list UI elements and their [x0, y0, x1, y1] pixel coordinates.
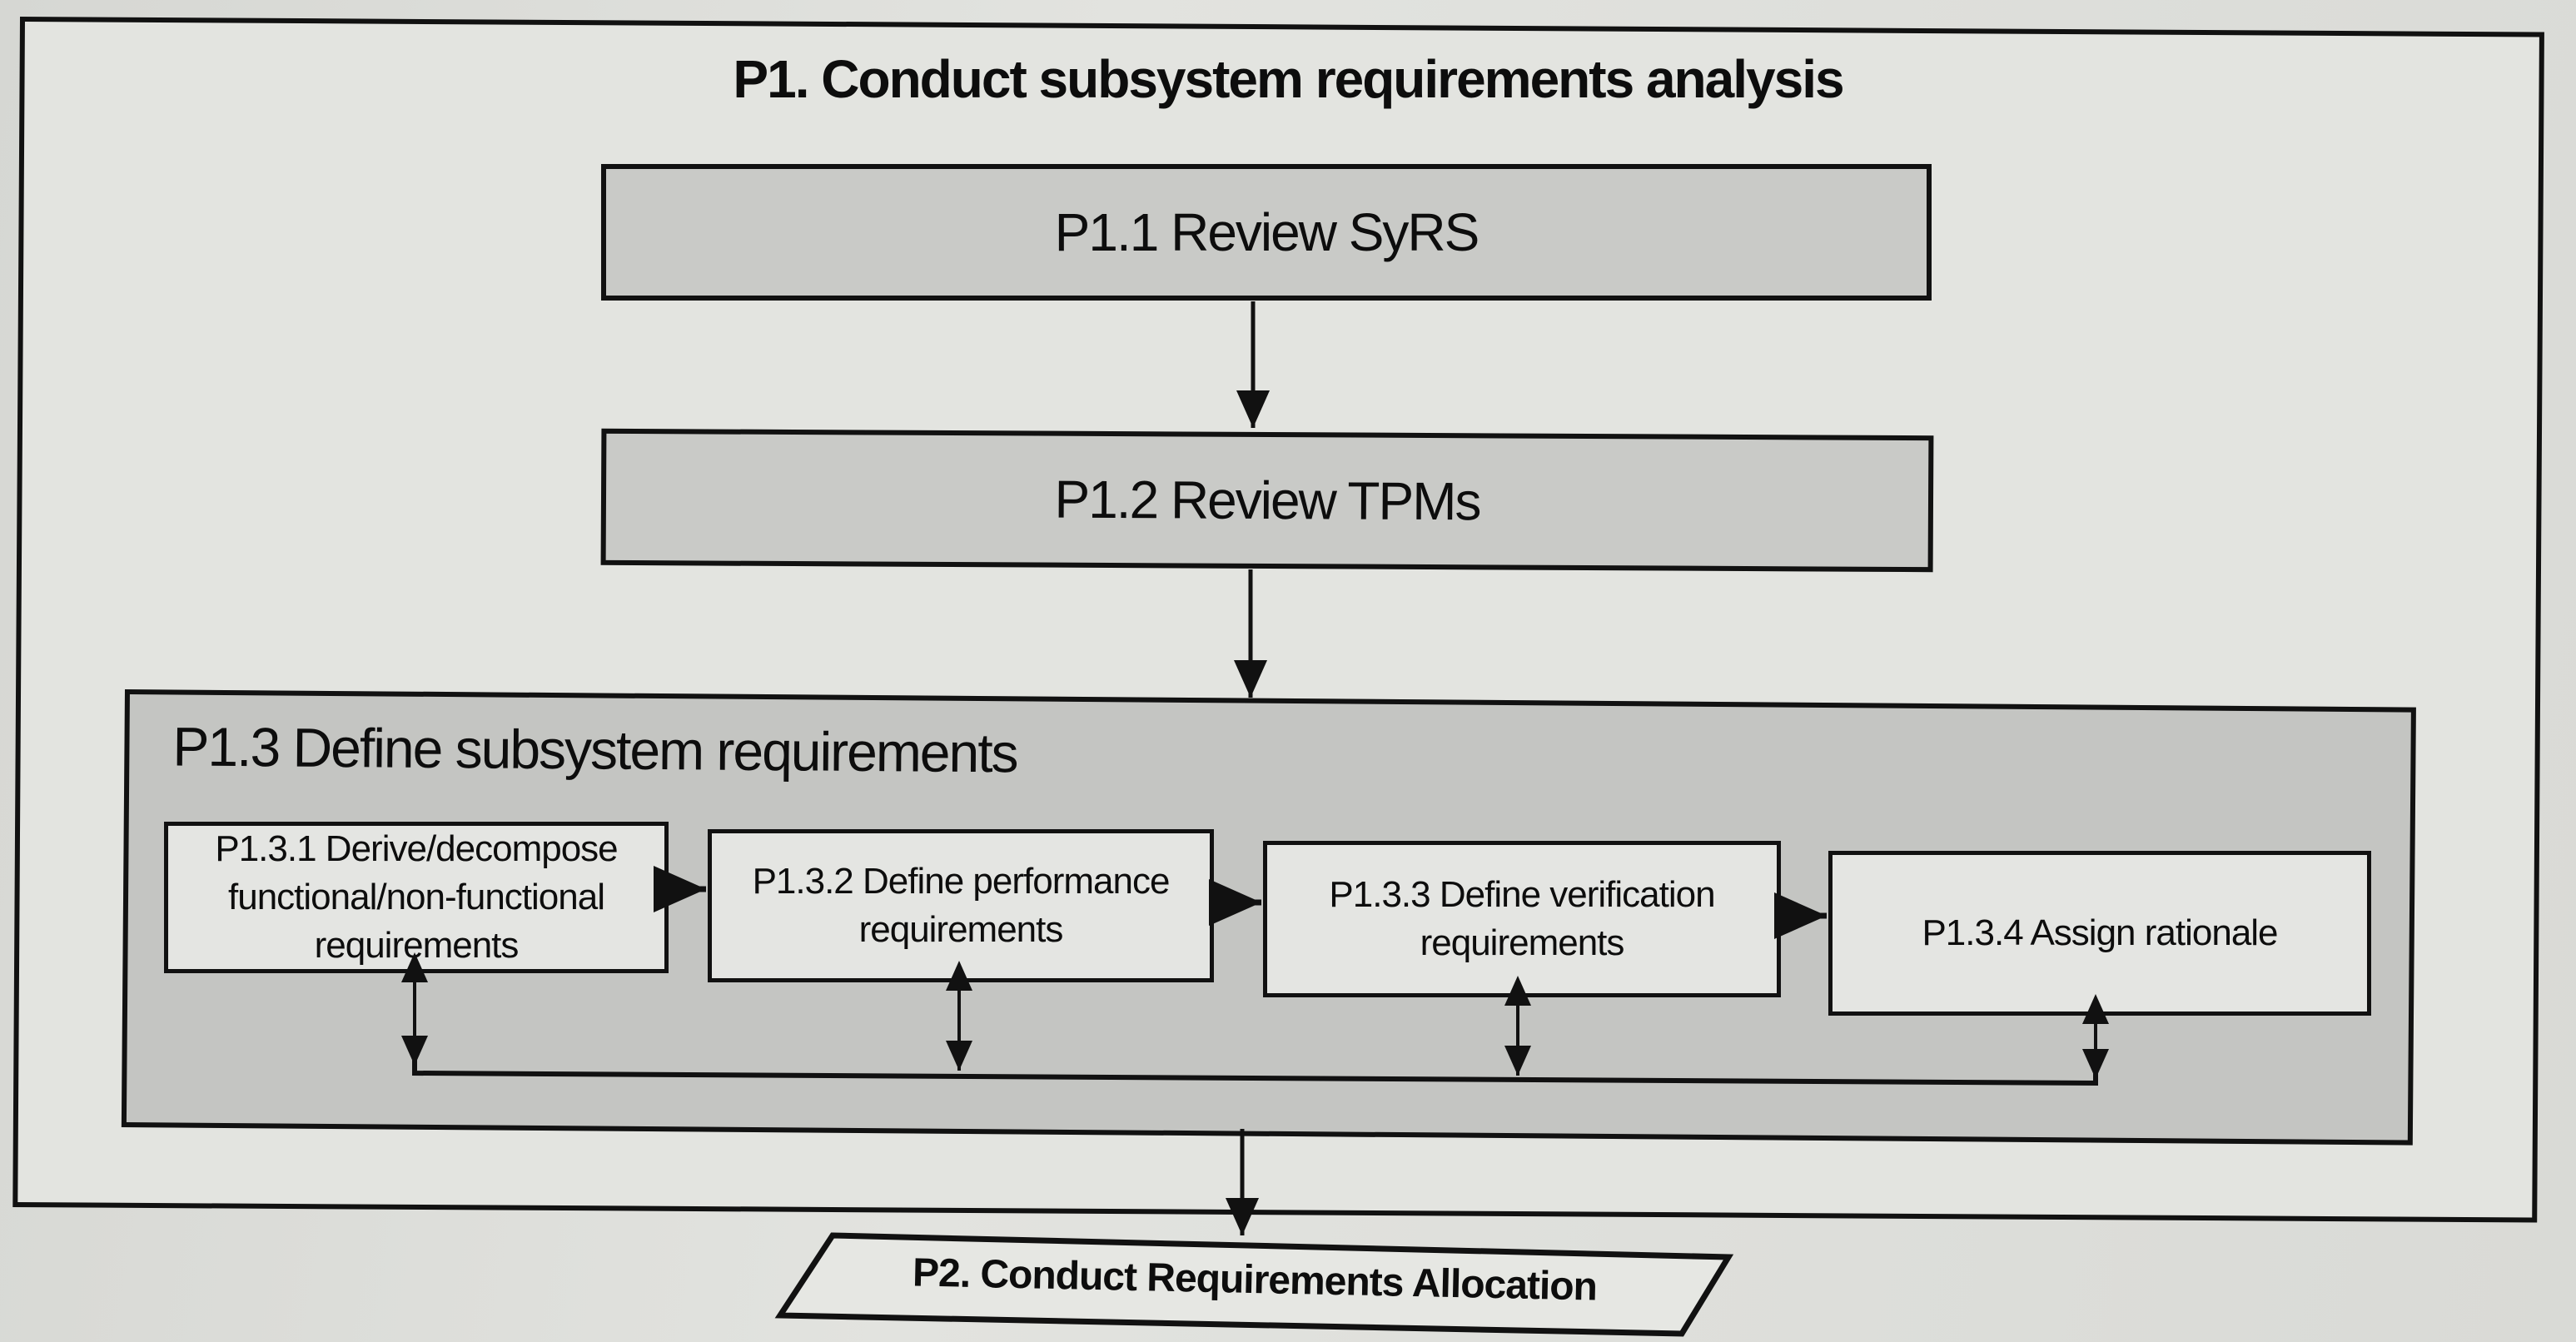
step-p1-1-box: P1.1 Review SyRS [601, 164, 1932, 301]
process-title: P1. Conduct subsystem requirements analy… [733, 49, 1844, 109]
item-line: requirements [1420, 922, 1625, 963]
next-process-p2-shape [774, 1232, 1734, 1337]
next-process-p2-label: P2. Conduct Requirements Allocation [912, 1250, 1598, 1310]
item-line: functional/non-functional [228, 877, 605, 917]
feedback-bus-line [412, 1036, 2098, 1086]
step-p1-1-label: P1.1 Review SyRS [1054, 202, 1480, 262]
item-line: P1.3.2 Define performance [752, 861, 1171, 902]
item-line: P1.3.4 Assign rationale [1922, 912, 2278, 953]
subprocess-item-p1-3-4: P1.3.4 Assign rationale [1828, 851, 2371, 1016]
item-line: P1.3.1 Derive/decompose [215, 828, 618, 869]
item-line: requirements [858, 909, 1064, 950]
item-line: P1.3.3 Define verification [1329, 874, 1715, 915]
next-process-p2: P2. Conduct Requirements Allocation [780, 1232, 1729, 1334]
subprocess-item-p1-3-2: P1.3.2 Define performance requirements [708, 829, 1214, 982]
